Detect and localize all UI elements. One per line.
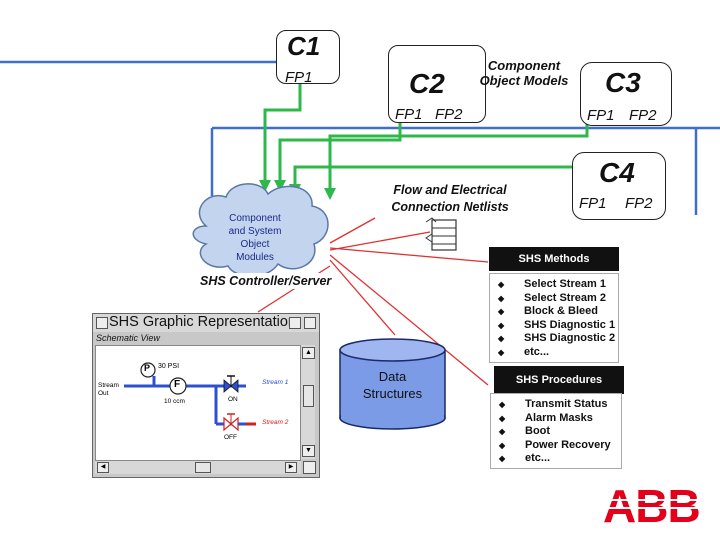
data-structures-label: Data Structures — [362, 369, 423, 401]
bullet-icon: ◆ — [499, 413, 506, 423]
stream-1-label: Stream 1 — [262, 379, 289, 386]
procedure-item[interactable]: ◆Alarm Masks — [499, 411, 593, 424]
method-item[interactable]: ◆Select Stream 2 — [498, 291, 606, 304]
scroll-right-icon[interactable]: ▶ — [285, 462, 297, 473]
system-modules-label: Component and System Object Modules — [228, 213, 282, 263]
scroll-thumb[interactable] — [303, 385, 314, 407]
methods-panel-title: SHS Methods — [489, 247, 619, 271]
window-system-icon[interactable] — [96, 317, 108, 329]
component-c4: C4 FP1 FP2 — [572, 152, 666, 220]
bullet-icon: ◆ — [498, 320, 505, 330]
object-models-label: Component Object Models — [479, 58, 569, 88]
bullet-icon: ◆ — [498, 293, 505, 303]
netlist-document-icon — [425, 217, 457, 251]
bullet-icon: ◆ — [498, 347, 505, 357]
method-item[interactable]: ◆etc... — [498, 345, 550, 358]
horizontal-scrollbar[interactable]: ◀ ▶ — [95, 461, 301, 474]
bullet-icon: ◆ — [499, 427, 506, 436]
component-c4-port-1: FP1 — [579, 195, 607, 212]
flow-label: 10 ccm — [164, 398, 185, 405]
procedure-item[interactable]: ◆Boot — [499, 425, 551, 437]
window-title-bar[interactable]: SHS Graphic Representation — [93, 314, 319, 332]
bullet-icon: ◆ — [499, 440, 506, 450]
component-c2-port-2: FP2 — [435, 106, 463, 123]
valve-2-state: OFF — [224, 434, 237, 441]
method-item[interactable]: ◆SHS Diagnostic 1 — [498, 318, 616, 331]
procedure-item[interactable]: ◆etc... — [499, 452, 551, 464]
component-c3-port-2: FP2 — [629, 107, 657, 124]
red-links — [257, 217, 489, 386]
component-c3-port-1: FP1 — [587, 107, 615, 124]
link-c3 — [328, 118, 589, 194]
component-c1-title: C1 — [287, 31, 321, 61]
scroll-left-icon[interactable]: ◀ — [97, 462, 109, 473]
procedures-panel-title: SHS Procedures — [494, 366, 624, 394]
method-item[interactable]: ◆Block & Bleed — [498, 305, 598, 317]
component-c2-title: C2 — [409, 68, 445, 99]
method-item[interactable]: ◆Select Stream 1 — [498, 278, 606, 290]
pressure-symbol: P — [144, 363, 151, 373]
scroll-down-icon[interactable]: ▼ — [302, 445, 315, 457]
procedure-item[interactable]: ◆Transmit Status — [499, 398, 608, 410]
schematic-drawing — [124, 362, 256, 432]
component-c4-title: C4 — [599, 157, 635, 188]
graphic-window[interactable]: SHS Graphic Representation Schematic Vie… — [92, 313, 320, 478]
abb-logo: ABB — [600, 480, 701, 532]
flow-symbol: F — [174, 379, 181, 390]
maximize-icon[interactable] — [304, 317, 316, 329]
component-c1: C1 FP1 — [276, 30, 340, 86]
link-c2 — [278, 118, 402, 186]
object-modules-cloud — [192, 183, 329, 277]
controller-label: SHS Controller/Server — [198, 273, 334, 289]
minimize-icon[interactable] — [289, 317, 301, 329]
methods-list: ◆Select Stream 1 ◆Select Stream 2 ◆Block… — [489, 273, 619, 363]
scroll-up-icon[interactable]: ▲ — [302, 347, 315, 359]
bullet-icon: ◆ — [498, 334, 505, 343]
scroll-h-thumb[interactable] — [195, 462, 211, 473]
component-c3: C3 FP1 FP2 — [580, 62, 672, 126]
data-structures-cylinder — [339, 338, 446, 430]
schematic-canvas[interactable]: P F 30 PSI Stream Out 10 ccm ON OFF Stre… — [95, 345, 301, 461]
component-c1-port-1: FP1 — [285, 69, 313, 86]
component-c2-port-1: FP1 — [395, 106, 423, 123]
link-c4 — [293, 165, 587, 190]
resize-grip-icon[interactable] — [303, 461, 316, 474]
netlists-label: Flow and Electrical Connection Netlists — [391, 183, 509, 214]
bullet-icon: ◆ — [499, 400, 506, 409]
valve-1-state: ON — [228, 396, 238, 403]
stream-2-label: Stream 2 — [262, 419, 289, 426]
svg-text:ABB: ABB — [603, 480, 700, 532]
bullet-icon: ◆ — [499, 454, 506, 463]
bullet-icon: ◆ — [498, 307, 505, 316]
method-item[interactable]: ◆SHS Diagnostic 2 — [498, 332, 616, 344]
component-c3-title: C3 — [605, 67, 641, 98]
bullet-icon: ◆ — [498, 280, 505, 289]
green-links — [263, 82, 589, 194]
stream-out-label: Stream Out — [98, 382, 119, 397]
procedures-list: ◆Transmit Status ◆Alarm Masks ◆Boot ◆Pow… — [490, 393, 622, 469]
procedure-item[interactable]: ◆Power Recovery — [499, 438, 611, 451]
component-c2: C2 FP1 FP2 — [388, 45, 486, 123]
window-subtitle: Schematic View — [96, 333, 160, 343]
pressure-label: 30 PSI — [158, 363, 180, 370]
link-c1 — [263, 82, 302, 186]
window-title: SHS Graphic Representation — [109, 314, 296, 330]
vertical-scrollbar[interactable]: ▲ ▼ — [301, 345, 315, 459]
component-c4-port-2: FP2 — [625, 195, 653, 212]
